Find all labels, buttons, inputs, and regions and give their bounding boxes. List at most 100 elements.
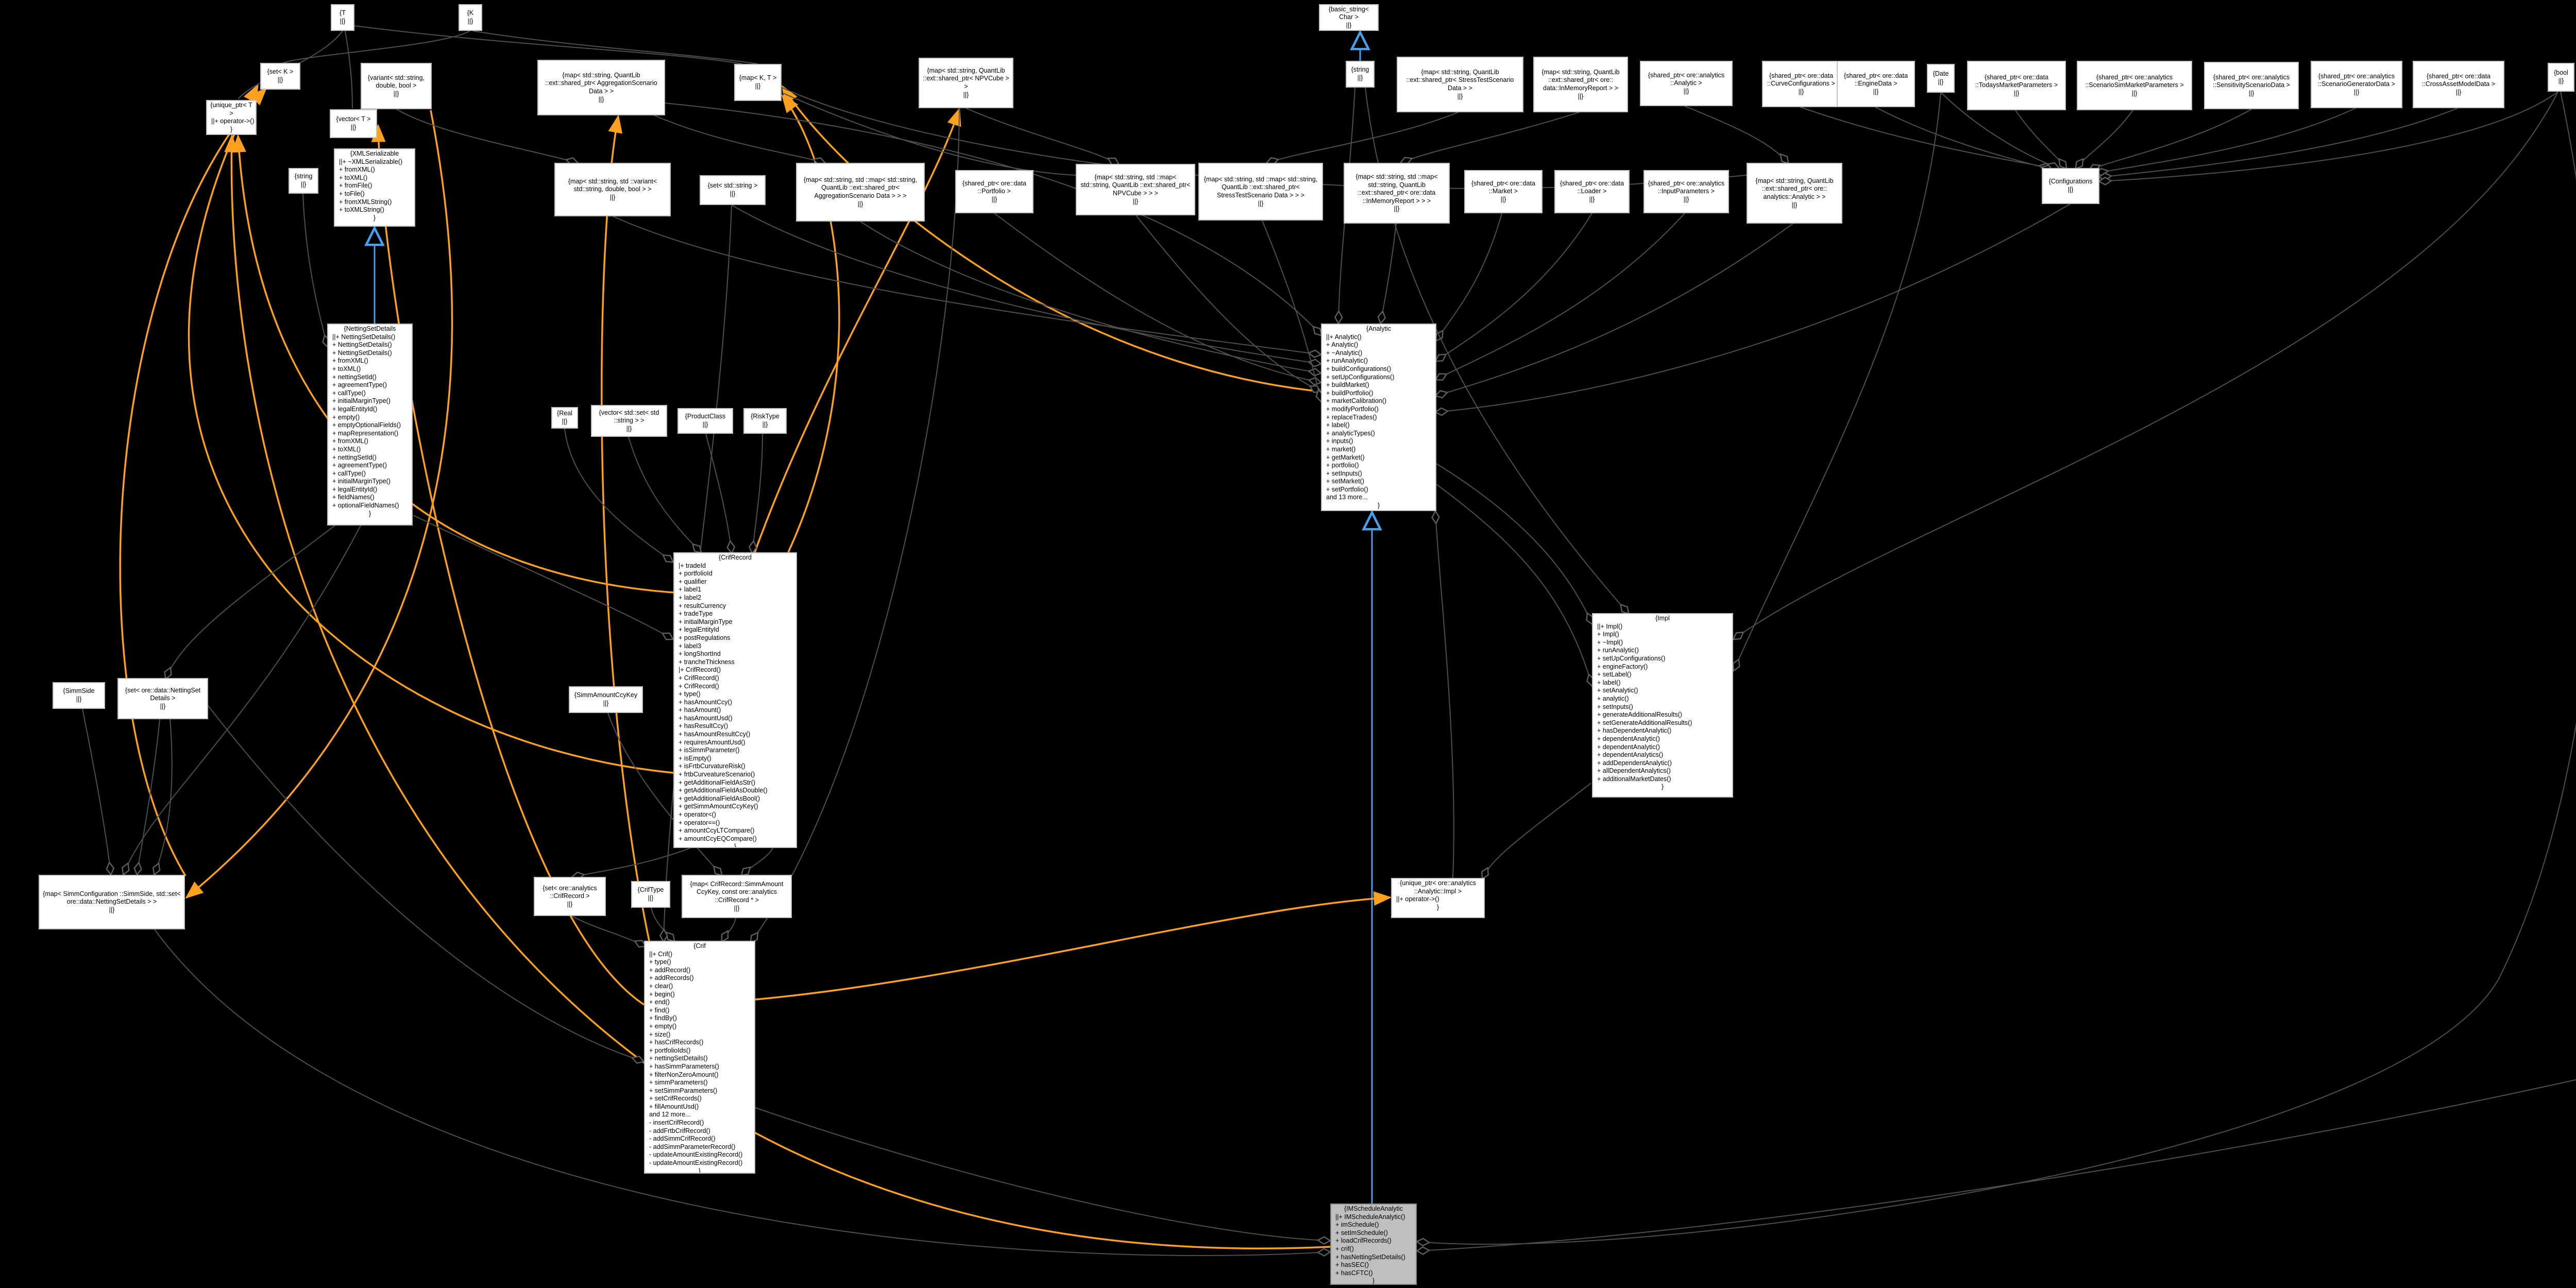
class-node-nettingsetdetails[interactable]: {NettingSetDetails||+ NettingSetDetails(… [327,324,413,526]
class-node-imscheduleanalytic[interactable]: {IMScheduleAnalytic||+ IMScheduleAnalyti… [1330,1204,1417,1285]
class-member: + loadCrifRecords() [1335,1237,1392,1245]
collaboration-edge [1436,484,1592,685]
class-title: {shared_ptr< ore::analytics ::InputParam… [1648,179,1725,195]
class-node-shared-ptr-curveconfigurations[interactable]: {shared_ptr< ore::data ::CurveConfigurat… [1762,61,1840,107]
class-node-vector-t[interactable]: {vector< T >||} [330,109,377,138]
class-node-map-string-inmemoryreport[interactable]: {map< std::string, QuantLib ::ext::share… [1533,57,1628,112]
class-node-impl[interactable]: {Impl||+ Impl()+ Impl()+ ~Impl()+ runAna… [1592,613,1733,798]
class-node-basic-string-char[interactable]: {basic_string< Char >||} [1319,4,1379,31]
class-node-set-nettingsetdetails[interactable]: {set< ore::data::NettingSet Details >||} [117,678,208,719]
class-node-unique-ptr-t[interactable]: {unique_ptr< T >||+ operator->()} [206,100,257,135]
class-node-set-k[interactable]: {set< K >||} [260,63,300,90]
class-node-criftype[interactable]: {CrifType||} [631,881,670,908]
class-node-map-string-npvcube[interactable]: {map< std::string, QuantLib ::ext::share… [919,58,1013,108]
class-node-map-k-t[interactable]: {map< K, T >||} [734,64,782,101]
class-title: {variant< std::string, double, bool > [367,74,425,90]
class-member: ||} [1258,199,1264,207]
class-node-shared-ptr-todaysmarketparameters[interactable]: {shared_ptr< ore::data ::TodaysMarketPar… [1967,61,2066,110]
class-node-variant-string-double-bool[interactable]: {variant< std::string, double, bool >||} [361,63,432,109]
collaboration-edge [2100,91,2558,181]
class-member: + buildPortfolio() [1326,389,1374,397]
class-title: {shared_ptr< ore::data ::EngineData > [1843,72,1908,88]
class-member: ||+ ~XMLSerializable() [339,158,403,165]
class-node-analytic[interactable]: {Analytic||+ Analytic()+ Analytic()+ ~An… [1321,324,1436,511]
class-node-map-string-aggregationscenariodata[interactable]: {map< std::string, QuantLib ::ext::share… [537,60,665,115]
class-member: + resultCurrency [679,602,726,609]
class-node-string-top[interactable]: {string||} [1346,61,1375,88]
class-node-productclass[interactable]: {ProductClass||} [677,408,733,434]
class-member: + qualifier [679,578,707,585]
class-node-set-string[interactable]: {set< std::string >||} [700,175,766,205]
class-member: ||} [1938,78,1944,86]
class-node-shared-ptr-sensitivityscenariodata[interactable]: {shared_ptr< ore::analytics ::Sensitivit… [2204,62,2299,109]
class-node-date[interactable]: {Date||} [1927,64,1955,93]
class-title: {basic_string< Char > [1328,5,1369,21]
class-node-map-string-stresstestscenariodata[interactable]: {map< std::string, QuantLib ::ext::share… [1397,57,1523,112]
class-node-crif[interactable]: {Crif||+ Crif()+ type()+ addRecord()+ ad… [644,941,755,1174]
class-title: {map< CrifRecord::SimmAmount CcyKey, con… [690,880,784,904]
collaboration-edge [413,515,672,639]
class-node-simmamountccykey[interactable]: {SimmAmountCcyKey||} [569,686,643,713]
class-member: + setUpConfigurations() [1597,654,1666,662]
class-node-vector-set-string[interactable]: {vector< std::set< std ::string > >||} [591,405,667,437]
class-node-risktype[interactable]: {RiskType||} [743,408,787,434]
class-node-map-string-variant[interactable]: {map< std::string, std ::variant< std::s… [554,163,671,216]
class-member: + replaceTrades() [1326,413,1377,421]
class-member: ||} [734,904,740,912]
class-node-shared-ptr-analytic[interactable]: {shared_ptr< ore::analytics ::Analytic >… [1640,61,1733,106]
class-member: + fillAmountUsd() [649,1103,699,1110]
class-node-shared-ptr-scenariosimmarketparameters[interactable]: {shared_ptr< ore::analytics ::ScenarioSi… [2077,61,2192,110]
class-member: ||} [393,90,399,97]
class-node-string-left[interactable]: {string||} [289,168,318,194]
class-node-configurations[interactable]: {Configurations||} [2042,168,2099,204]
class-node-shared-ptr-portfolio[interactable]: {shared_ptr< ore::data ::Portfolio >||} [955,170,1033,213]
class-node-shared-ptr-crossassetmodeldata[interactable]: {shared_ptr< ore::data ::CrossAssetModel… [2413,61,2504,108]
class-member: + CrifRecord() [679,674,719,682]
class-node-map-string-analytic[interactable]: {map< std::string, QuantLib ::ext::share… [1747,163,1842,224]
collaboration-edge [1941,92,2058,168]
collaboration-edge [571,916,645,946]
class-member: + toXML() [332,365,361,372]
class-member: + setLabel() [1597,671,1632,679]
class-member: + ~Impl() [1597,638,1623,646]
class-title: {Real [557,410,572,417]
class-member: ||+ Analytic() [1326,333,1362,341]
class-member: + runAnalytic() [1597,647,1639,654]
class-node-xmlserializable[interactable]: {XMLSerializable||+ ~XMLSerializable()+ … [334,148,415,227]
class-node-tparam-k[interactable]: {K||} [459,4,482,31]
collaboration-edge [1483,783,1591,878]
class-node-map-string-map-inmemoryreport[interactable]: {map< std::string, std ::map< std::strin… [1344,163,1450,224]
class-node-bool[interactable]: {bool||} [2548,63,2574,92]
class-node-unique-ptr-analytic-impl[interactable]: {unique_ptr< ore::analytics ::Analytic::… [1391,878,1485,918]
class-node-shared-ptr-scenariogeneratordata[interactable]: {shared_ptr< ore::analytics ::ScenarioGe… [2311,61,2402,108]
class-member: + getAdditionalFieldAsStr() [679,778,756,786]
class-node-shared-ptr-enginedata[interactable]: {shared_ptr< ore::data ::EngineData >||} [1837,61,1915,107]
class-node-map-string-map-npvcube[interactable]: {map< std::string, std ::map< std::strin… [1076,164,1195,215]
class-node-set-crifrecord[interactable]: {set< ore::analytics ::CrifRecord >||} [534,877,606,916]
class-node-map-simmside-set-nettingsetdetails[interactable]: {map< SimmConfiguration ::SimmSide, std:… [39,875,185,929]
class-member: + label() [1597,679,1621,686]
class-node-real[interactable]: {Real||} [551,407,578,429]
class-node-shared-ptr-loader[interactable]: {shared_ptr< ore::data ::Loader >||} [1554,170,1630,213]
class-title: {shared_ptr< ore::data ::Market > [1471,179,1536,195]
class-node-shared-ptr-market[interactable]: {shared_ptr< ore::data ::Market >||} [1464,170,1543,213]
class-member: ||} [1457,92,1463,100]
class-node-map-simmamountccykey-crifrecord[interactable]: {map< CrifRecord::SimmAmount CcyKey, con… [682,875,792,918]
class-member: ||} [609,193,616,201]
class-member: + addRecord() [649,966,691,974]
class-node-crifrecord[interactable]: {CrifRecord|+ tradeId+ portfolioId+ qual… [673,552,797,848]
collaboration-edge [124,525,361,874]
class-node-map-string-map-aggregationscenariodata[interactable]: {map< std::string, std ::map< std::strin… [796,163,925,222]
class-title: {SimmSide [63,687,95,695]
class-node-map-string-map-stresstestscenariodata[interactable]: {map< std::string, std ::map< std::strin… [1198,163,1323,221]
collaboration-edge [752,433,763,552]
class-member: + setInputs() [1326,469,1362,477]
class-title: {XMLSerializable [350,150,399,157]
class-member: + Analytic() [1326,341,1359,349]
class-member: + nettingSetDetails() [649,1055,708,1062]
class-node-tparam-t[interactable]: {T||} [331,4,354,31]
collaboration-edge [2097,108,2356,173]
class-node-simmside[interactable]: {SimmSide||} [53,682,105,709]
class-node-shared-ptr-inputparameters[interactable]: {shared_ptr< ore::analytics ::InputParam… [1643,170,1729,213]
class-member: + getSimmAmountCcyKey() [679,803,758,810]
